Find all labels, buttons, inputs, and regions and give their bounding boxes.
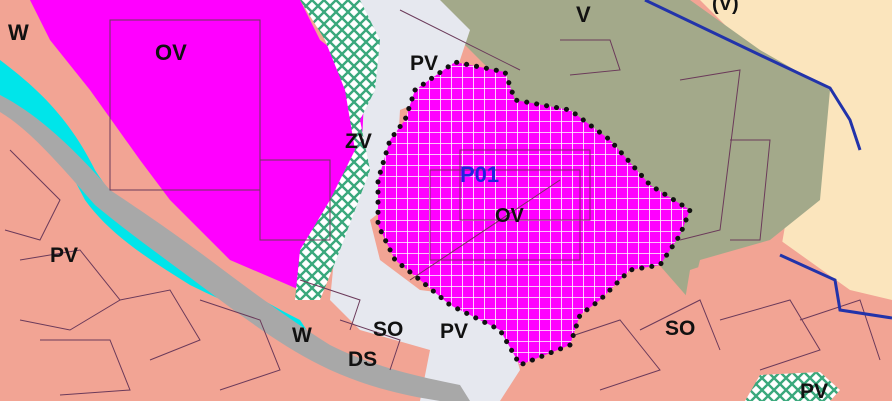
boundary-line-top	[644, 0, 862, 151]
greenery-zone-small	[745, 372, 840, 401]
label-pv-bottom: PV	[440, 320, 468, 343]
label-v-paren: (V)	[712, 0, 739, 15]
label-w-bottom: W	[292, 324, 312, 347]
label-pv-top: PV	[410, 52, 438, 75]
parcel-lines	[4, 9, 881, 396]
label-pv-left: PV	[50, 244, 78, 267]
label-v-top: V	[576, 2, 591, 27]
label-so-bottom: SO	[373, 318, 403, 341]
residential-zone-right	[680, 240, 892, 401]
label-ds: DS	[348, 348, 377, 371]
label-w-top: W	[8, 20, 29, 45]
label-ov-center: OV	[495, 205, 525, 227]
proposal-area-p01[interactable]	[378, 62, 690, 365]
label-zv: ZV	[345, 130, 372, 153]
label-so-right: SO	[665, 317, 695, 340]
label-ov-top: OV	[155, 40, 187, 65]
river-w	[0, 60, 310, 335]
civic-zone-ov	[30, 0, 365, 290]
greenery-zone-zv	[295, 0, 380, 300]
label-p01: P01	[460, 162, 499, 187]
boundary-line-right	[779, 253, 892, 320]
label-pv-bottom-right: PV	[800, 380, 828, 401]
proposal-inner-lines	[409, 149, 591, 281]
